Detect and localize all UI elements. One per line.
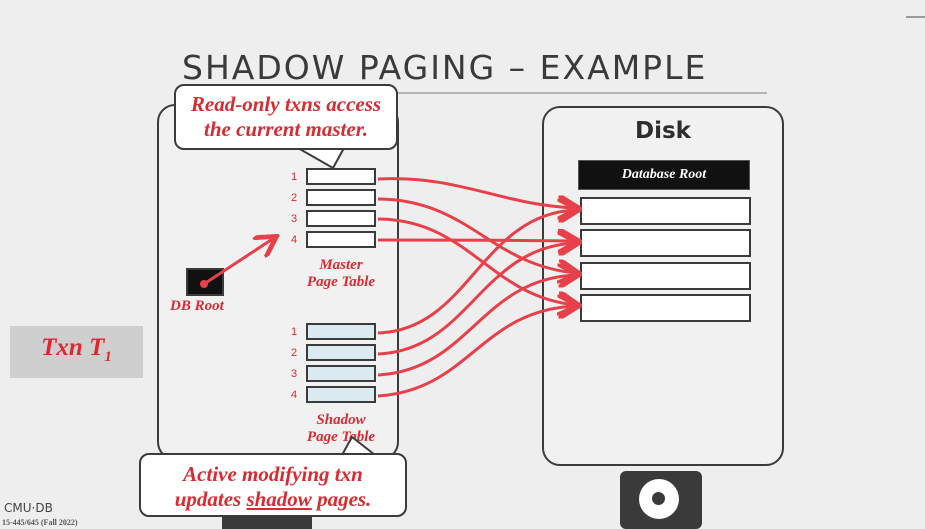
master-row-number: 1 xyxy=(291,171,298,183)
shadow-entry-4 xyxy=(306,386,376,403)
shadow-row-number: 4 xyxy=(291,389,298,401)
master-entry-2 xyxy=(306,189,376,206)
master-arrow-4 xyxy=(377,240,576,241)
callout-read-only: Read-only txns access the current master… xyxy=(174,84,398,150)
callout-bottom-post: pages. xyxy=(311,487,372,511)
shadow-arrow-2 xyxy=(377,243,576,356)
master-label-line1: Master xyxy=(319,257,363,273)
shadow-row-number: 2 xyxy=(291,347,298,359)
master-arrow-1 xyxy=(377,177,576,208)
disk-page-2 xyxy=(580,229,751,257)
callout-top-line1: Read-only txns access xyxy=(190,92,382,116)
cmu-db-logo: CMU·DB xyxy=(4,501,53,515)
master-arrow-3 xyxy=(377,217,576,305)
db-root-arrow-origin xyxy=(200,280,208,288)
master-row-number: 2 xyxy=(291,192,298,204)
title-underline xyxy=(182,92,767,94)
master-entry-4 xyxy=(306,231,376,248)
slide-title: SHADOW PAGING – EXAMPLE xyxy=(182,48,708,87)
hard-drive-hub-icon xyxy=(652,492,665,505)
shadow-row-number: 1 xyxy=(291,326,298,338)
txn-label-box xyxy=(10,326,143,378)
disk-page-4 xyxy=(580,294,751,322)
shadow-arrow-3 xyxy=(377,275,576,377)
db-root-arrow xyxy=(203,238,274,286)
shadow-entry-1 xyxy=(306,323,376,340)
database-root-block: Database Root xyxy=(578,160,750,190)
master-table-label: Master Page Table xyxy=(296,257,386,291)
master-arrow-2 xyxy=(377,197,576,273)
txn-subscript: 1 xyxy=(104,349,112,365)
callout-bottom-underline: shadow xyxy=(246,487,312,511)
shadow-entry-2 xyxy=(306,344,376,361)
callout-top-line2: the current master. xyxy=(204,117,368,141)
shadow-row-number: 3 xyxy=(291,368,298,380)
callout-bottom-line2: updates shadow pages. xyxy=(141,487,405,512)
master-entry-3 xyxy=(306,210,376,227)
callout-active-txn: Active modifying txn updates shadow page… xyxy=(139,453,407,517)
master-entry-1 xyxy=(306,168,376,185)
memory-chip-icon xyxy=(222,517,312,529)
txn-label-text: Txn T xyxy=(41,334,105,361)
disk-page-1 xyxy=(580,197,751,225)
callout-bottom-pre: updates xyxy=(174,487,247,511)
callout-bottom-line1: Active modifying txn xyxy=(183,462,363,486)
txn-label: Txn T1 xyxy=(10,334,143,366)
master-row-number: 4 xyxy=(291,234,298,246)
disk-page-3 xyxy=(580,262,751,290)
course-label: 15-445/645 (Fall 2022) xyxy=(2,518,78,527)
top-callout-tail xyxy=(294,147,346,170)
disk-title: Disk xyxy=(635,118,691,144)
shadow-arrow-1 xyxy=(377,210,576,335)
master-row-number: 3 xyxy=(291,213,298,225)
db-root-label: DB Root xyxy=(170,298,224,314)
shadow-label-line1: Shadow xyxy=(316,412,366,428)
shadow-arrow-4 xyxy=(377,306,576,398)
shadow-entry-3 xyxy=(306,365,376,382)
top-right-rule xyxy=(906,16,925,18)
master-label-line2: Page Table xyxy=(306,274,376,290)
